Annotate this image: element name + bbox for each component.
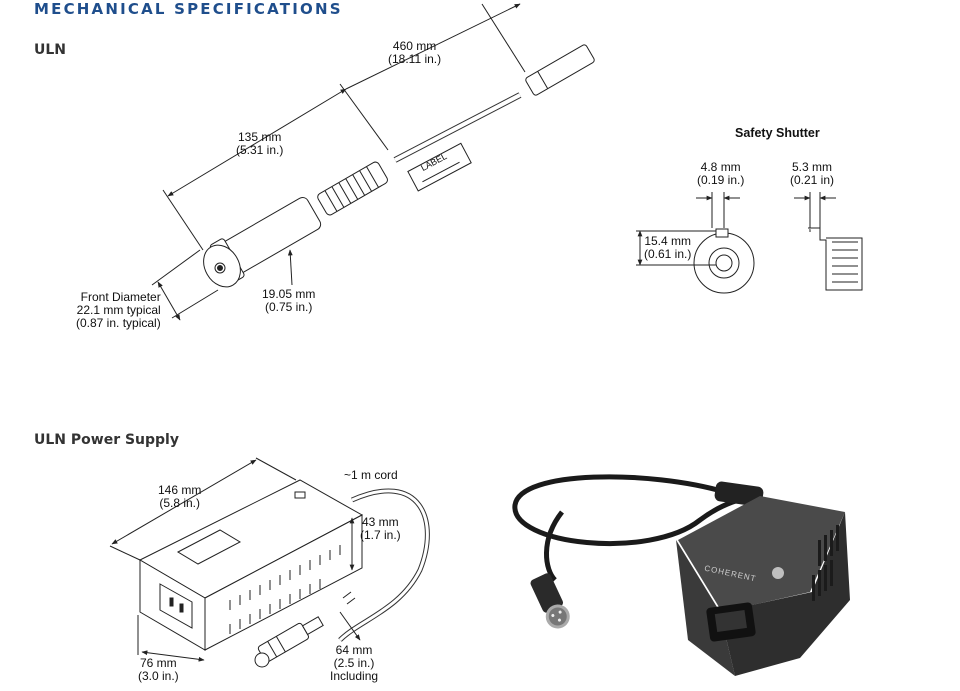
dim-shutter-height: 15.4 mm(0.61 in.) — [644, 234, 692, 261]
dim-shutter-width-b: 5.3 mm(0.21 in) — [790, 160, 835, 187]
uln-heading: ULN — [34, 42, 67, 58]
dim-ps-cord: ~1 m cord — [344, 468, 398, 482]
power-supply-photo — [512, 474, 850, 676]
power-supply-heading: ULN Power Supply — [34, 432, 179, 448]
dim-body-diameter: 19.05 mm(0.75 in.) — [262, 287, 316, 314]
dim-shutter-width-a: 4.8 mm(0.19 in.) — [697, 160, 745, 187]
dim-total-length: 460 mm(18.11 in.) — [388, 39, 442, 66]
dim-ps-length: 146 mm(5.8 in.) — [158, 483, 202, 510]
dim-ps-width: 76 mm(3.0 in.) — [138, 656, 179, 683]
shutter-title: Safety Shutter — [735, 126, 820, 140]
shutter-drawing — [636, 192, 863, 294]
dim-ps-connector: 64 mm(2.5 in.)Including — [330, 643, 379, 683]
power-supply-drawing — [109, 457, 430, 668]
dim-head-length: 135 mm(5.31 in.) — [236, 130, 284, 157]
dim-ps-height: 43 mm(1.7 in.) — [360, 515, 401, 542]
section-title: MECHANICAL SPECIFICATIONS — [34, 0, 343, 18]
uln-laser-drawing — [151, 3, 595, 321]
